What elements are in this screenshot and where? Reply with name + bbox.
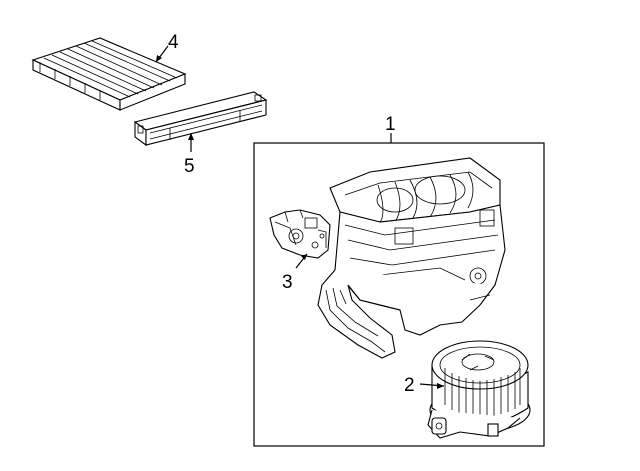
callout-leader-4 — [155, 45, 169, 63]
callout-4: 4 — [168, 32, 179, 53]
filter-cover-icon[interactable] — [133, 91, 268, 147]
blower-motor-icon[interactable] — [427, 340, 531, 439]
callout-2: 2 — [404, 375, 415, 396]
callout-leader-5 — [188, 133, 194, 152]
callout-leader-3 — [295, 253, 308, 269]
callout-5: 5 — [184, 156, 195, 177]
cabin-air-filter-icon[interactable] — [31, 37, 187, 111]
callout-1: 1 — [385, 114, 396, 135]
callout-leader-2 — [419, 383, 445, 389]
callout-3: 3 — [282, 272, 293, 293]
servo-actuator-icon[interactable] — [269, 209, 331, 259]
heater-housing-icon[interactable] — [317, 157, 506, 359]
assembly-frame — [253, 142, 545, 447]
